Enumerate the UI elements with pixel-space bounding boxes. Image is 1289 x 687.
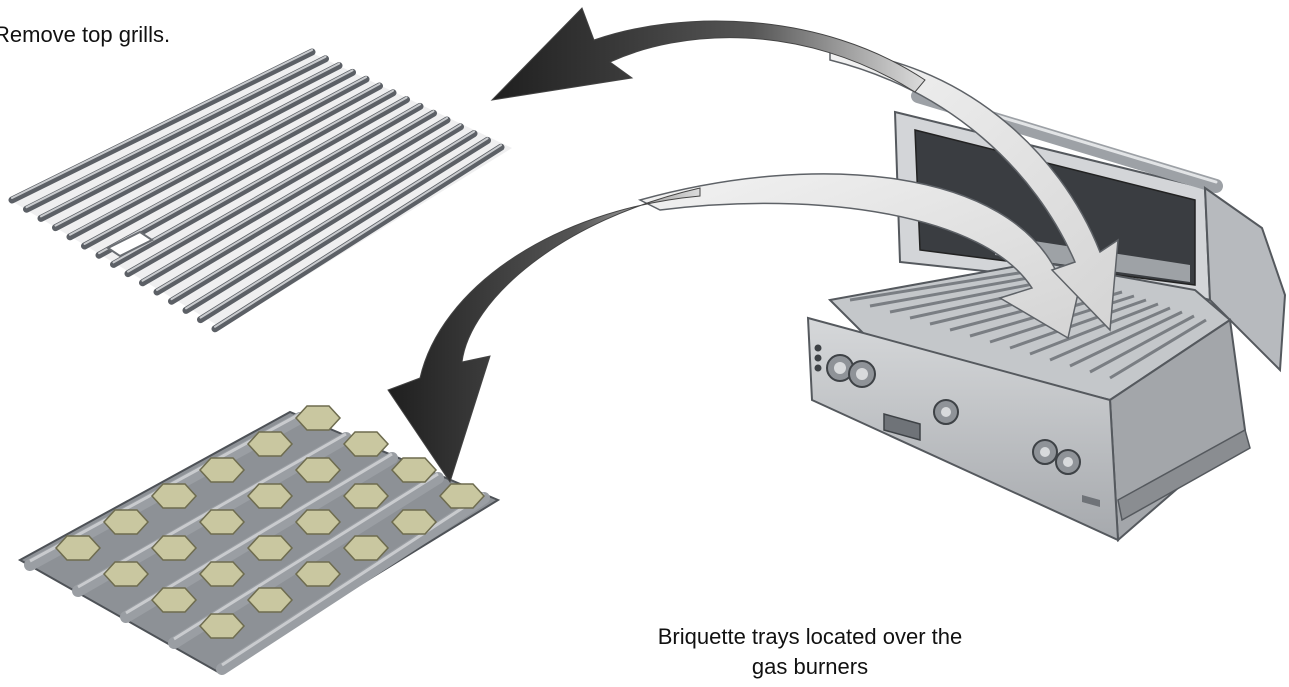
cooking-grate-bar	[1069, 310, 1183, 368]
caption-remove-grills: Remove top grills.	[0, 22, 171, 47]
tray-rail-highlight	[173, 472, 439, 641]
grate-bar	[139, 109, 437, 287]
grill-grate	[8, 48, 512, 333]
grate-bar	[52, 68, 356, 232]
arrow-grate-return-light	[829, 49, 1119, 332]
cooking-grate-bar	[1049, 306, 1171, 362]
grate-bar	[197, 136, 491, 324]
grate-bar-highlight	[199, 137, 489, 319]
briquette	[198, 457, 246, 483]
grate-bar	[168, 123, 464, 305]
briquette	[150, 535, 198, 561]
control-knob	[1055, 449, 1081, 475]
briquette	[390, 509, 438, 535]
grate-bar-highlight	[127, 103, 421, 273]
drip-tray	[1117, 428, 1251, 522]
arrow-to-burners-light	[637, 173, 1087, 340]
grate-bar	[110, 96, 410, 268]
tray-briquettes	[54, 405, 486, 639]
briquette	[198, 509, 246, 535]
briquette-tray	[17, 405, 501, 675]
grate-bar-highlight	[11, 49, 313, 199]
grate-bar	[211, 143, 505, 333]
cooking-grate-bar	[1009, 298, 1147, 350]
control-panel	[806, 316, 1120, 542]
grate-bar-highlight	[83, 83, 381, 245]
briquette	[246, 535, 294, 561]
grate-bar-highlight	[170, 123, 462, 301]
briquette	[102, 561, 150, 587]
grate-bar-highlight	[40, 62, 340, 218]
briquette	[294, 405, 342, 431]
caption-line: gas burners	[751, 654, 869, 679]
grate-bar-highlight	[141, 110, 435, 282]
control-knob	[848, 360, 876, 388]
briquette	[246, 587, 294, 613]
grate-bar	[81, 82, 383, 250]
indicator-light	[814, 364, 822, 372]
briquette	[342, 535, 390, 561]
arrow-to-briquette-tray	[387, 187, 701, 484]
grate-bar-highlight	[25, 55, 327, 209]
caption-line: Briquette trays located over the	[657, 624, 963, 649]
grate-bar	[124, 102, 424, 278]
grate-bar-highlight	[185, 130, 475, 310]
briquette	[438, 483, 486, 509]
grate-bar	[95, 89, 397, 259]
grate-handle-slot	[106, 230, 154, 258]
briquette	[294, 561, 342, 587]
display-panel	[883, 413, 921, 441]
briquette	[246, 483, 294, 509]
hood-side	[1203, 186, 1287, 373]
cooking-grate-bar	[1089, 314, 1195, 374]
briquette	[246, 431, 294, 457]
briquette	[390, 457, 438, 483]
briquette	[342, 431, 390, 457]
briquette	[294, 509, 342, 535]
grate-bar-highlight	[54, 69, 354, 227]
arrow-remove-grate	[490, 7, 926, 101]
grate-frame	[10, 52, 512, 328]
grate-bar	[182, 130, 478, 314]
briquette	[54, 535, 102, 561]
cooking-grate-bar	[849, 266, 1051, 302]
grate-bar-highlight	[69, 76, 367, 236]
tray-rail	[216, 492, 490, 675]
caption-briquette-trays: Briquette trays located over the gas bur…	[570, 622, 1050, 682]
control-knob	[933, 399, 959, 425]
grate-bar	[153, 116, 451, 296]
grate-bar	[66, 75, 370, 241]
grate-bars	[8, 48, 505, 333]
grate-bar-highlight	[214, 144, 502, 328]
brand-plate	[1082, 495, 1100, 507]
tray-rail-highlight	[221, 492, 485, 667]
grate-bar	[23, 55, 329, 213]
briquette	[102, 509, 150, 535]
cooking-grate-bar	[1109, 318, 1207, 380]
grate-bar-highlight	[112, 96, 408, 264]
briquette	[198, 613, 246, 639]
grate-bar	[8, 48, 316, 204]
briquette	[150, 587, 198, 613]
briquette	[294, 457, 342, 483]
cooking-grate-bar	[1029, 302, 1159, 356]
grate-bar-highlight	[98, 89, 394, 255]
grate-bar-highlight	[156, 117, 448, 291]
briquette	[342, 483, 390, 509]
tray-rail-highlight	[125, 452, 393, 615]
briquette	[198, 561, 246, 587]
control-knob	[1032, 439, 1058, 465]
grate-bar	[37, 62, 343, 222]
indicator-light	[814, 344, 822, 352]
briquette	[150, 483, 198, 509]
indicator-light	[814, 354, 822, 362]
